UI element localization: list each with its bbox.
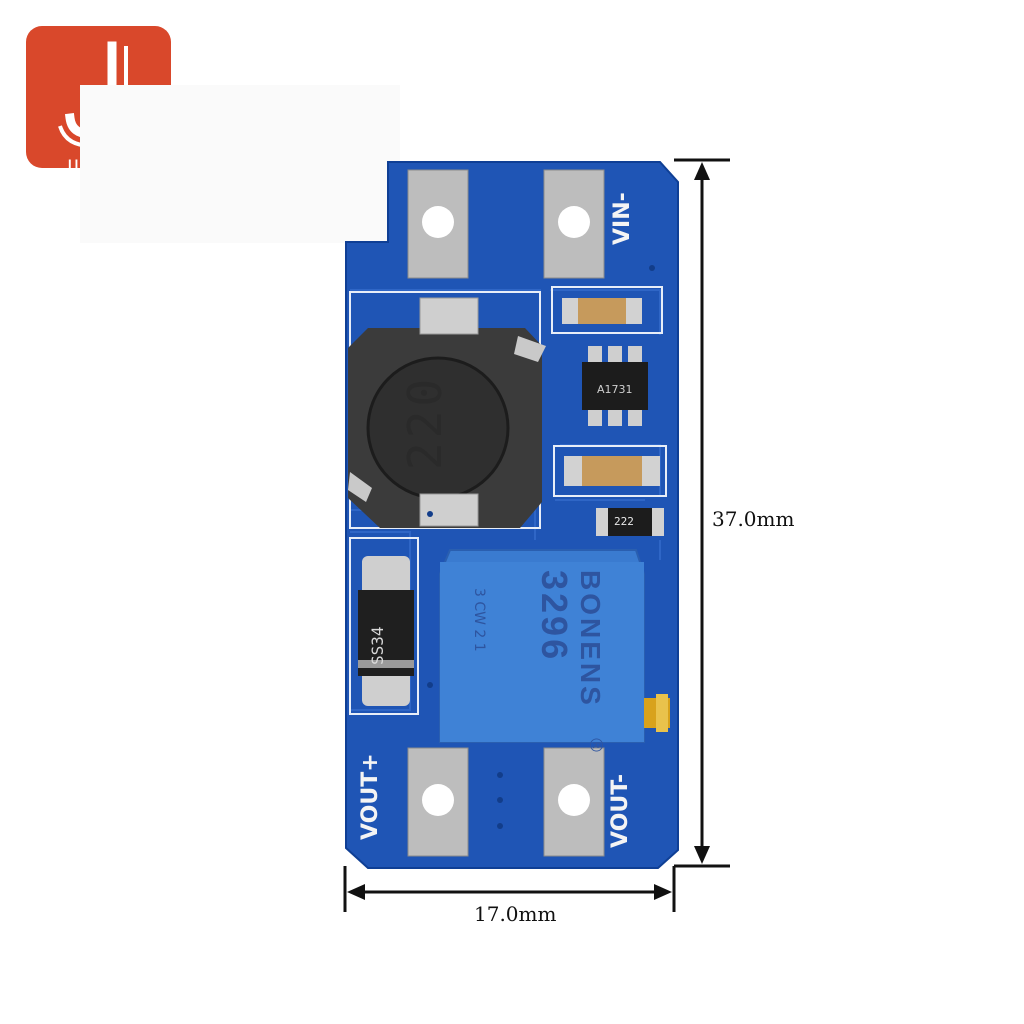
resistor-marking: 222	[614, 515, 634, 528]
inductor	[348, 297, 546, 528]
background-panel	[80, 85, 400, 243]
pcb-board	[345, 161, 679, 869]
vias	[427, 265, 655, 829]
capacitor-top	[562, 298, 642, 324]
height-arrow-top	[694, 162, 710, 180]
resistor	[596, 508, 664, 536]
pad-vout-plus	[407, 747, 469, 857]
diode	[358, 556, 414, 706]
width-dimension-label: 17.0mm	[474, 902, 557, 926]
width-arrow-left	[347, 884, 365, 900]
potentiometer	[439, 549, 670, 743]
pad-vin-plus	[407, 169, 469, 279]
ic-chip	[582, 346, 648, 426]
ic-marking: A1731	[597, 383, 633, 396]
pad-vin-minus	[543, 169, 605, 279]
capacitor-middle	[564, 456, 660, 486]
height-arrow-bottom	[694, 846, 710, 864]
height-dimension-label: 37.0mm	[712, 507, 795, 531]
pad-vout-minus	[543, 747, 605, 857]
width-arrow-right	[654, 884, 672, 900]
